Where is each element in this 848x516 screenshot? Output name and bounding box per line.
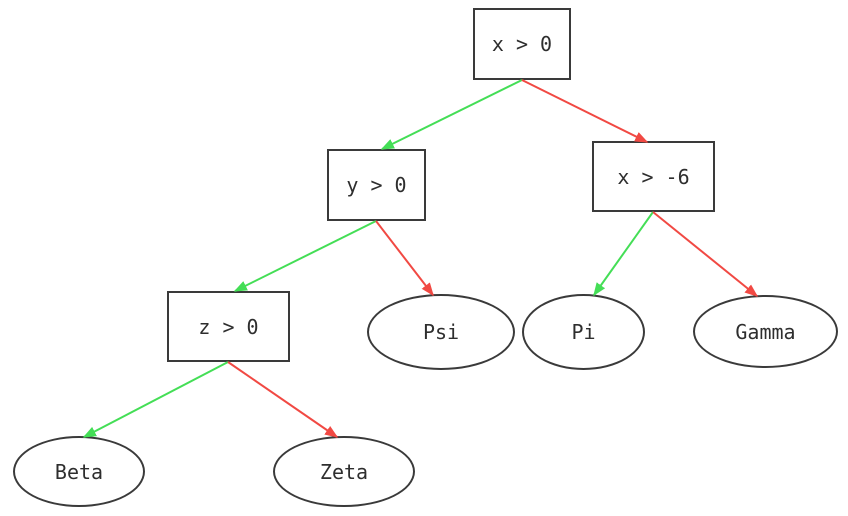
decision-node-x-gt-neg6: x > -6 [592, 141, 715, 212]
edge-true-x-gt-0-to-y-gt-0 [380, 79, 523, 150]
edge-true-z-gt-0-to-beta [82, 361, 229, 438]
node-label-y-gt-0: y > 0 [346, 173, 407, 197]
node-label-psi: Psi [422, 320, 460, 344]
edge-false-x-gt-neg6-to-gamma [652, 211, 759, 297]
node-label-x-gt-neg6: x > -6 [617, 164, 690, 189]
edge-true-y-gt-0-to-z-gt-0 [233, 220, 377, 292]
edge-true-x-gt-neg6-to-pi [593, 211, 654, 297]
edge-false-z-gt-0-to-zeta [227, 361, 339, 438]
node-label-zeta: Zeta [319, 459, 369, 484]
leaf-node-psi: Psi [367, 294, 515, 370]
node-label-z-gt-0: z > 0 [198, 314, 259, 339]
leaf-node-pi: Pi [522, 294, 645, 370]
node-label-x-gt-0: x > 0 [491, 32, 553, 56]
leaf-node-gamma: Gamma [693, 295, 838, 368]
leaf-node-zeta: Zeta [273, 436, 415, 507]
decision-node-y-gt-0: y > 0 [327, 149, 426, 221]
node-label-beta: Beta [54, 459, 104, 484]
leaf-node-beta: Beta [13, 436, 145, 507]
edge-false-y-gt-0-to-psi [375, 220, 434, 297]
node-label-gamma: Gamma [735, 319, 796, 344]
node-label-pi: Pi [571, 320, 596, 344]
decision-node-z-gt-0: z > 0 [167, 291, 290, 362]
decision-node-x-gt-0: x > 0 [473, 8, 571, 80]
edge-false-x-gt-0-to-x-gt-neg6 [521, 79, 649, 143]
